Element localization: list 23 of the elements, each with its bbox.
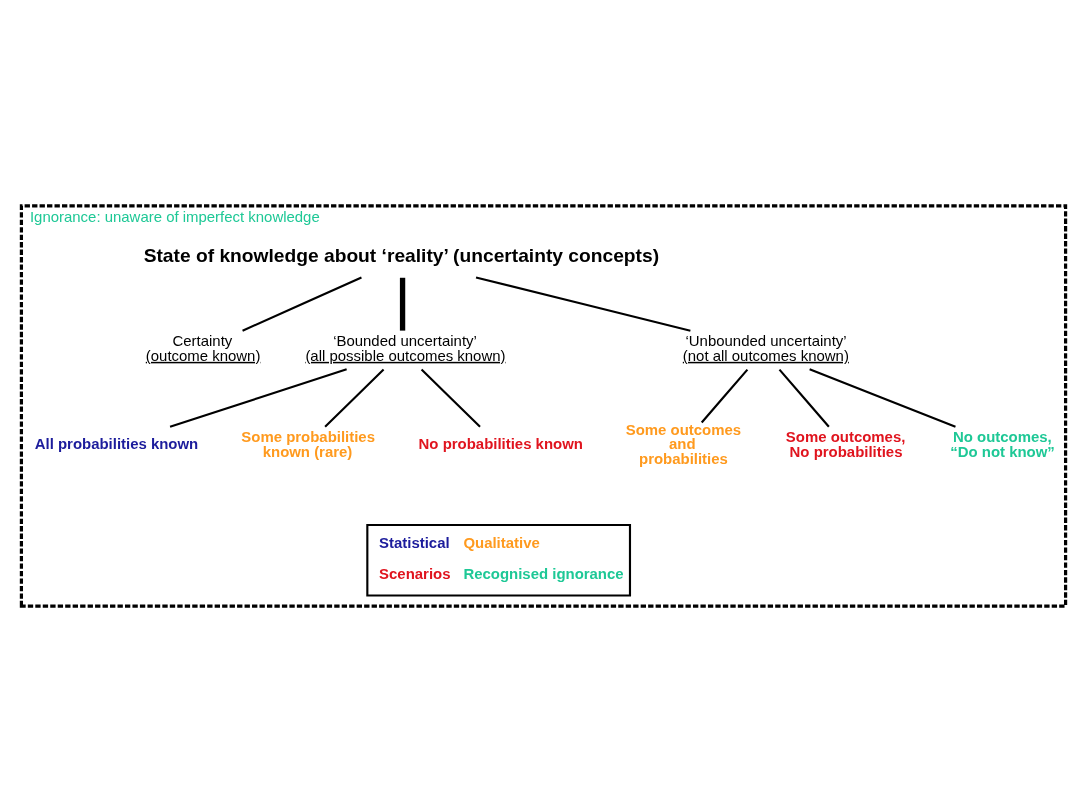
node-text: Some probabilities known (rare) xyxy=(241,427,375,460)
connector xyxy=(242,276,362,332)
node-text: All probabilities known xyxy=(34,434,199,452)
connector xyxy=(420,368,481,428)
legend-label: Qualitative xyxy=(463,533,540,551)
connector xyxy=(399,277,406,331)
connector xyxy=(809,368,956,428)
node-text: ‘Bounded uncertainty’ (all possible outcomes known) xyxy=(305,331,506,364)
node-text: Certainty (outcome known) xyxy=(145,331,261,364)
node-text: Some outcomes, No probabilities xyxy=(785,427,906,460)
connector xyxy=(700,368,749,424)
connector xyxy=(778,368,830,428)
connector xyxy=(475,276,691,332)
connector xyxy=(169,368,347,428)
node-text: No outcomes, “Do not know” xyxy=(950,427,1055,460)
node-text: Some outcomes and probabilities xyxy=(625,420,742,468)
legend-label: Statistical xyxy=(379,533,450,551)
node-text: No probabilities known xyxy=(418,434,583,452)
legend-label: Scenarios xyxy=(379,564,451,582)
connector xyxy=(324,368,385,428)
legend-label: Recognised ignorance xyxy=(463,564,624,582)
node-text: ‘Unbounded uncertainty’ (not all outcomes known) xyxy=(682,331,849,364)
node-text: State of knowledge about ‘reality’ (uncertainty concepts) xyxy=(143,244,660,266)
